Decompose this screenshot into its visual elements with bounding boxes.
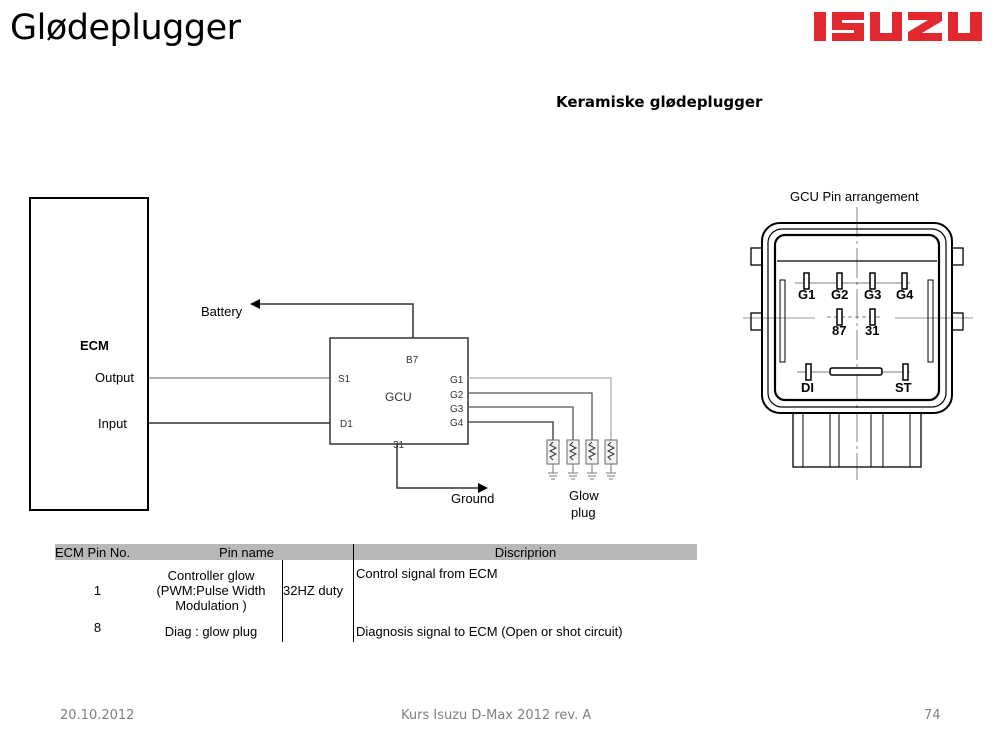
gcu-pin-g4: G4	[450, 418, 464, 429]
pin-note-cell	[282, 620, 354, 642]
glow-plug-1	[546, 439, 560, 480]
glow-plug-label-1: Glow	[569, 488, 599, 503]
g4-wire	[468, 421, 554, 440]
connector-pin-st: ST	[895, 380, 912, 395]
ground-label: Ground	[451, 491, 494, 506]
glow-plug-4	[604, 439, 618, 480]
connector-pin-g1: G1	[798, 287, 815, 302]
pin-name-line: Controller glow	[167, 567, 255, 583]
gcu-pin-g1: G1	[450, 375, 464, 386]
connector-pin-g4: G4	[896, 287, 914, 302]
ecm-pin-table: ECM Pin No. Pin name Discriprion 1 Contr…	[55, 544, 697, 642]
connector-pin-g3: G3	[864, 287, 881, 302]
description-cell: Control signal from ECM	[353, 560, 697, 620]
gcu-pin-s1: S1	[338, 374, 351, 385]
pin-no-cell: 8	[93, 620, 102, 635]
battery-label: Battery	[201, 304, 243, 319]
connector-title: GCU Pin arrangement	[790, 189, 919, 204]
pin-name-line: (PWM:Pulse Width	[156, 582, 266, 598]
connector-pin-31: 31	[865, 323, 879, 338]
ground-arrow-icon	[478, 483, 488, 493]
glow-plug-2	[566, 439, 580, 480]
ecm-output-label: Output	[95, 370, 134, 385]
slide-title: Glødeplugger	[10, 8, 241, 48]
g2-wire	[468, 392, 593, 440]
description-cell: Diagnosis signal to ECM (Open or shot ci…	[353, 620, 697, 642]
g3-wire	[468, 406, 574, 440]
ground-wire	[396, 444, 480, 489]
ecm-label: ECM	[80, 338, 109, 353]
glow-plug-3	[585, 439, 599, 480]
connector-pin-87: 87	[832, 323, 846, 338]
gcu-pin-b7: B7	[406, 355, 419, 366]
ecm-box	[29, 197, 149, 511]
connector-pin-g2: G2	[831, 287, 848, 302]
pin-no-cell: 1	[93, 582, 102, 598]
table-row: 8 Diag : glow plug Diagnosis signal to E…	[55, 620, 697, 642]
ecm-input-label: Input	[98, 416, 127, 431]
header-ecm-pin-no: ECM Pin No.	[55, 544, 140, 560]
footer-date: 20.10.2012	[60, 708, 135, 723]
gcu-box	[329, 337, 469, 445]
wiring-diagram: ECM Output Input Battery B7 S1 D1 31 GCU…	[29, 197, 618, 520]
pin-name-cell: Diag : glow plug	[164, 623, 258, 639]
table-header-row: ECM Pin No. Pin name Discriprion	[55, 544, 697, 560]
footer-page-number: 74	[924, 708, 941, 723]
footer-course: Kurs Isuzu D-Max 2012 rev. A	[401, 708, 592, 723]
gcu-pin-g2: G2	[450, 390, 464, 401]
table-row: 1 Controller glow (PWM:Pulse Width Modul…	[55, 560, 697, 620]
glow-plug-label-2: plug	[571, 505, 596, 520]
g1-wire	[468, 377, 612, 440]
section-subtitle: Keramiske glødeplugger	[556, 93, 763, 111]
gcu-connector-drawing: GCU Pin arrangement G1 G2 G3 G4 87 31 DI…	[743, 189, 973, 480]
gcu-pin-31: 31	[393, 440, 405, 451]
pin-name-line: Modulation )	[175, 597, 247, 613]
gcu-label: GCU	[385, 390, 412, 404]
gcu-pin-g3: G3	[450, 404, 464, 415]
connector-pin-di: DI	[801, 380, 814, 395]
gcu-pin-d1: D1	[340, 419, 353, 430]
header-pin-name: Pin name	[140, 544, 354, 560]
battery-arrow-icon	[250, 299, 260, 309]
battery-wire	[258, 303, 414, 338]
isuzu-logo	[812, 10, 987, 49]
pin-name-cell: Controller glow (PWM:Pulse Width Modulat…	[140, 560, 283, 620]
header-description: Discriprion	[353, 544, 697, 560]
pin-note-cell: 32HZ duty	[282, 560, 354, 620]
